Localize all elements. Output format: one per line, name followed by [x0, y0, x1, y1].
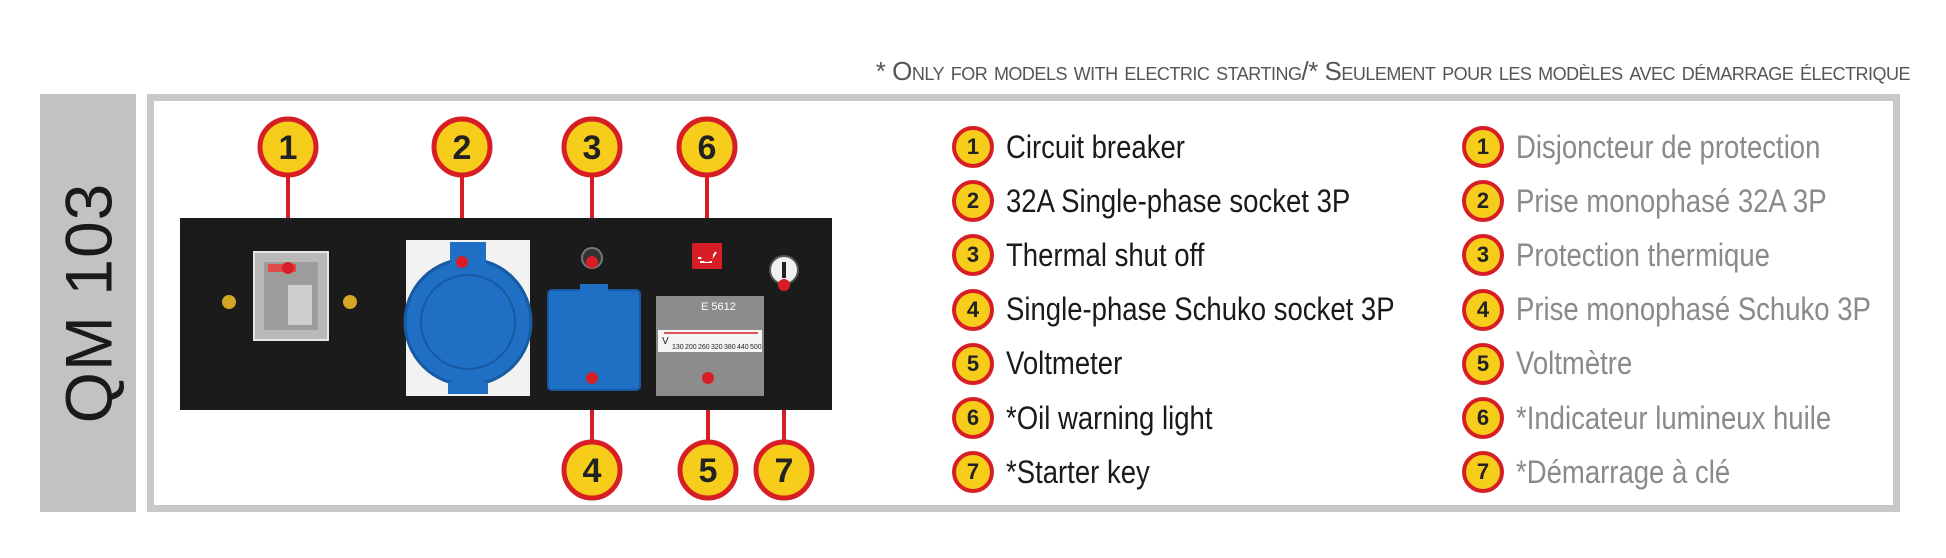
legend-fr-item: 7 *Démarrage à clé — [1462, 445, 1929, 499]
leader-dot-5 — [702, 372, 714, 384]
legend-en-label: Circuit breaker — [1006, 128, 1185, 165]
legend-fr-badge: 1 — [1462, 126, 1504, 169]
legend-fr-item: 3 Protection thermique — [1462, 228, 1929, 282]
legend-fr-badge: 5 — [1462, 342, 1504, 385]
legend-fr-item: 1 Disjoncteur de protection — [1462, 120, 1929, 174]
voltmeter-scale-tick: 380 — [724, 344, 736, 351]
legend-fr-label: Protection thermique — [1516, 236, 1770, 273]
leader-dot-1 — [282, 262, 294, 274]
callout-7-number: 7 — [775, 452, 794, 490]
leader-dot-3 — [586, 256, 598, 268]
callout-4-number: 4 — [583, 452, 602, 490]
legend-en-label: *Oil warning light — [1006, 399, 1213, 436]
legend-fr-badge: 7 — [1462, 451, 1504, 494]
voltmeter-scale-tick: 260 — [698, 344, 710, 351]
legend-fr-label: Prise monophasé Schuko 3P — [1516, 291, 1871, 328]
legend-fr-badge: 3 — [1462, 234, 1504, 277]
legend-en-item: 7 *Starter key — [952, 445, 1458, 499]
voltmeter-code: E 5612 — [701, 301, 736, 313]
voltmeter-unit: V — [662, 336, 669, 347]
legend-fr-badge: 4 — [1462, 288, 1504, 331]
legend-fr-badge: 6 — [1462, 397, 1504, 440]
legend-en-badge: 6 — [952, 397, 994, 440]
legend-en-badge: 5 — [952, 342, 994, 385]
callout-2-number: 2 — [453, 129, 472, 167]
starter-key — [769, 255, 799, 285]
legend-en-item: 2 32A Single-phase socket 3P — [952, 174, 1458, 228]
legend-en-badge: 4 — [952, 288, 994, 331]
callout-5-number: 5 — [699, 452, 718, 490]
callout-3: 3 — [561, 116, 623, 178]
model-sidebar: QM 103 — [40, 94, 136, 512]
leader-dot-2 — [456, 256, 468, 268]
legend-fr-label: Voltmètre — [1516, 345, 1633, 382]
voltmeter-scale-tick: 440 — [737, 344, 749, 351]
voltmeter-scale-tick: 320 — [711, 344, 723, 351]
legend-en-item: 1 Circuit breaker — [952, 120, 1458, 174]
legend-en-item: 3 Thermal shut off — [952, 228, 1458, 282]
voltmeter-scale-tick: 500 — [750, 344, 762, 351]
callout-6-number: 6 — [698, 129, 717, 167]
legend-fr-label: Disjoncteur de protection — [1516, 128, 1821, 165]
callout-3-number: 3 — [583, 129, 602, 167]
callout-5: 5 — [677, 439, 739, 501]
electric-start-note: * Only for models with electric starting… — [875, 56, 1911, 86]
legend-en-item: 5 Voltmeter — [952, 337, 1458, 391]
callout-7: 7 — [753, 439, 815, 501]
legend-fr-label: Prise monophasé 32A 3P — [1516, 182, 1827, 219]
voltmeter-scale-tick: 130 — [672, 344, 684, 351]
callout-4: 4 — [561, 439, 623, 501]
legend-fr-item: 5 Voltmètre — [1462, 337, 1929, 391]
legend-fr-label: *Indicateur lumineux huile — [1516, 399, 1832, 436]
legend-en-label: *Starter key — [1006, 453, 1150, 490]
legend-en-badge: 1 — [952, 126, 994, 169]
legend-en-label: Thermal shut off — [1006, 236, 1205, 273]
legend-en-label: Voltmeter — [1006, 345, 1123, 382]
legend-en-label: 32A Single-phase socket 3P — [1006, 182, 1351, 219]
legend-fr-label: *Démarrage à clé — [1516, 453, 1731, 490]
callout-1-number: 1 — [279, 129, 298, 167]
legend-en-item: 6 *Oil warning light — [952, 391, 1458, 445]
callout-1: 1 — [257, 116, 319, 178]
voltmeter-scale-tick: 200 — [685, 344, 697, 351]
legend-en-item: 4 Single-phase Schuko socket 3P — [952, 283, 1458, 337]
legend-fr-item: 4 Prise monophasé Schuko 3P — [1462, 283, 1929, 337]
legend-en-label: Single-phase Schuko socket 3P — [1006, 291, 1395, 328]
legend-en-badge: 7 — [952, 451, 994, 494]
legend-fr-item: 2 Prise monophasé 32A 3P — [1462, 174, 1929, 228]
callout-2: 2 — [431, 116, 493, 178]
legend-fr-item: 6 *Indicateur lumineux huile — [1462, 391, 1929, 445]
leader-dot-7 — [778, 279, 790, 291]
legend-english: 1 Circuit breaker 2 32A Single-phase socke… — [952, 120, 1458, 499]
legend-en-badge: 3 — [952, 234, 994, 277]
leader-dot-6 — [701, 250, 713, 262]
socket-32a — [403, 240, 533, 396]
legend-fr-badge: 2 — [1462, 180, 1504, 223]
schuko-socket — [547, 284, 641, 391]
callout-6: 6 — [676, 116, 738, 178]
legend-en-badge: 2 — [952, 180, 994, 223]
leader-dot-4 — [586, 372, 598, 384]
